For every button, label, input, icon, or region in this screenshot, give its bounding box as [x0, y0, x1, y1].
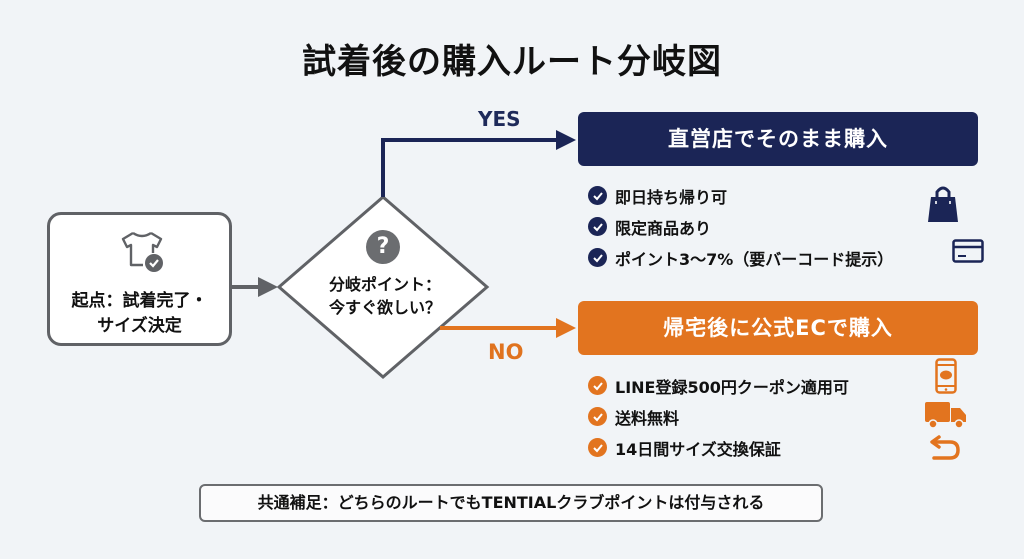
- check-icon: [588, 407, 607, 426]
- list-item-text: 即日持ち帰り可: [615, 187, 728, 207]
- yes-benefits-list: 即日持ち帰り可 限定商品あり ポイント3〜7%（要バーコード提示）: [588, 180, 893, 273]
- list-item-text: ポイント3〜7%（要バーコード提示）: [615, 249, 894, 269]
- return-arrow-icon: [930, 435, 960, 460]
- yes-arrowhead: [556, 130, 576, 150]
- list-item: LINE登録500円クーポン適用可: [588, 370, 849, 401]
- check-icon: [588, 376, 607, 395]
- yes-path-line: [381, 138, 562, 197]
- list-item: 送料無料: [588, 401, 849, 432]
- start-label-line1: 起点：試着完了・: [71, 291, 208, 311]
- start-to-decision-arrowhead: [258, 277, 278, 297]
- no-route-box: 帰宅後に公式ECで購入: [578, 301, 978, 355]
- no-benefits-list: LINE登録500円クーポン適用可 送料無料 14日間サイズ交換保証: [588, 370, 849, 463]
- start-box: 起点：試着完了・ サイズ決定: [47, 212, 232, 346]
- decision-label: 分岐ポイント： 今すぐ欲しい？: [300, 273, 470, 319]
- start-label: 起点：試着完了・ サイズ決定: [50, 289, 229, 339]
- smartphone-line-icon: [935, 358, 957, 394]
- card-icon: [952, 239, 984, 263]
- list-item: 14日間サイズ交換保証: [588, 432, 849, 463]
- question-icon: ?: [366, 230, 400, 264]
- shopping-bag-icon: [928, 186, 958, 222]
- list-item-text: 送料無料: [615, 408, 680, 428]
- check-icon: [588, 217, 607, 236]
- tshirt-check-icon: [121, 231, 163, 272]
- check-icon: [588, 438, 607, 457]
- list-item-text: 限定商品あり: [615, 218, 712, 238]
- yes-route-box: 直営店でそのまま購入: [578, 112, 978, 166]
- list-item: ポイント3〜7%（要バーコード提示）: [588, 242, 893, 273]
- check-icon: [588, 248, 607, 267]
- decision-diamond: [276, 195, 490, 379]
- check-icon: [588, 186, 607, 205]
- start-label-line2: サイズ決定: [97, 316, 182, 336]
- list-item: 即日持ち帰り可: [588, 180, 893, 211]
- truck-icon: [925, 402, 966, 429]
- decision-label-line2: 今すぐ欲しい？: [328, 298, 441, 317]
- list-item-text: LINE登録500円クーポン適用可: [615, 377, 849, 397]
- list-item-text: 14日間サイズ交換保証: [615, 439, 781, 459]
- no-label: NO: [488, 340, 524, 364]
- diagram-title: 試着後の購入ルート分岐図: [302, 42, 722, 82]
- no-arrowhead: [556, 318, 576, 338]
- decision-label-line1: 分岐ポイント：: [328, 275, 441, 294]
- common-note: 共通補足：どちらのルートでもTENTIALクラブポイントは付与される: [199, 484, 823, 522]
- list-item: 限定商品あり: [588, 211, 893, 242]
- yes-label: YES: [478, 107, 521, 131]
